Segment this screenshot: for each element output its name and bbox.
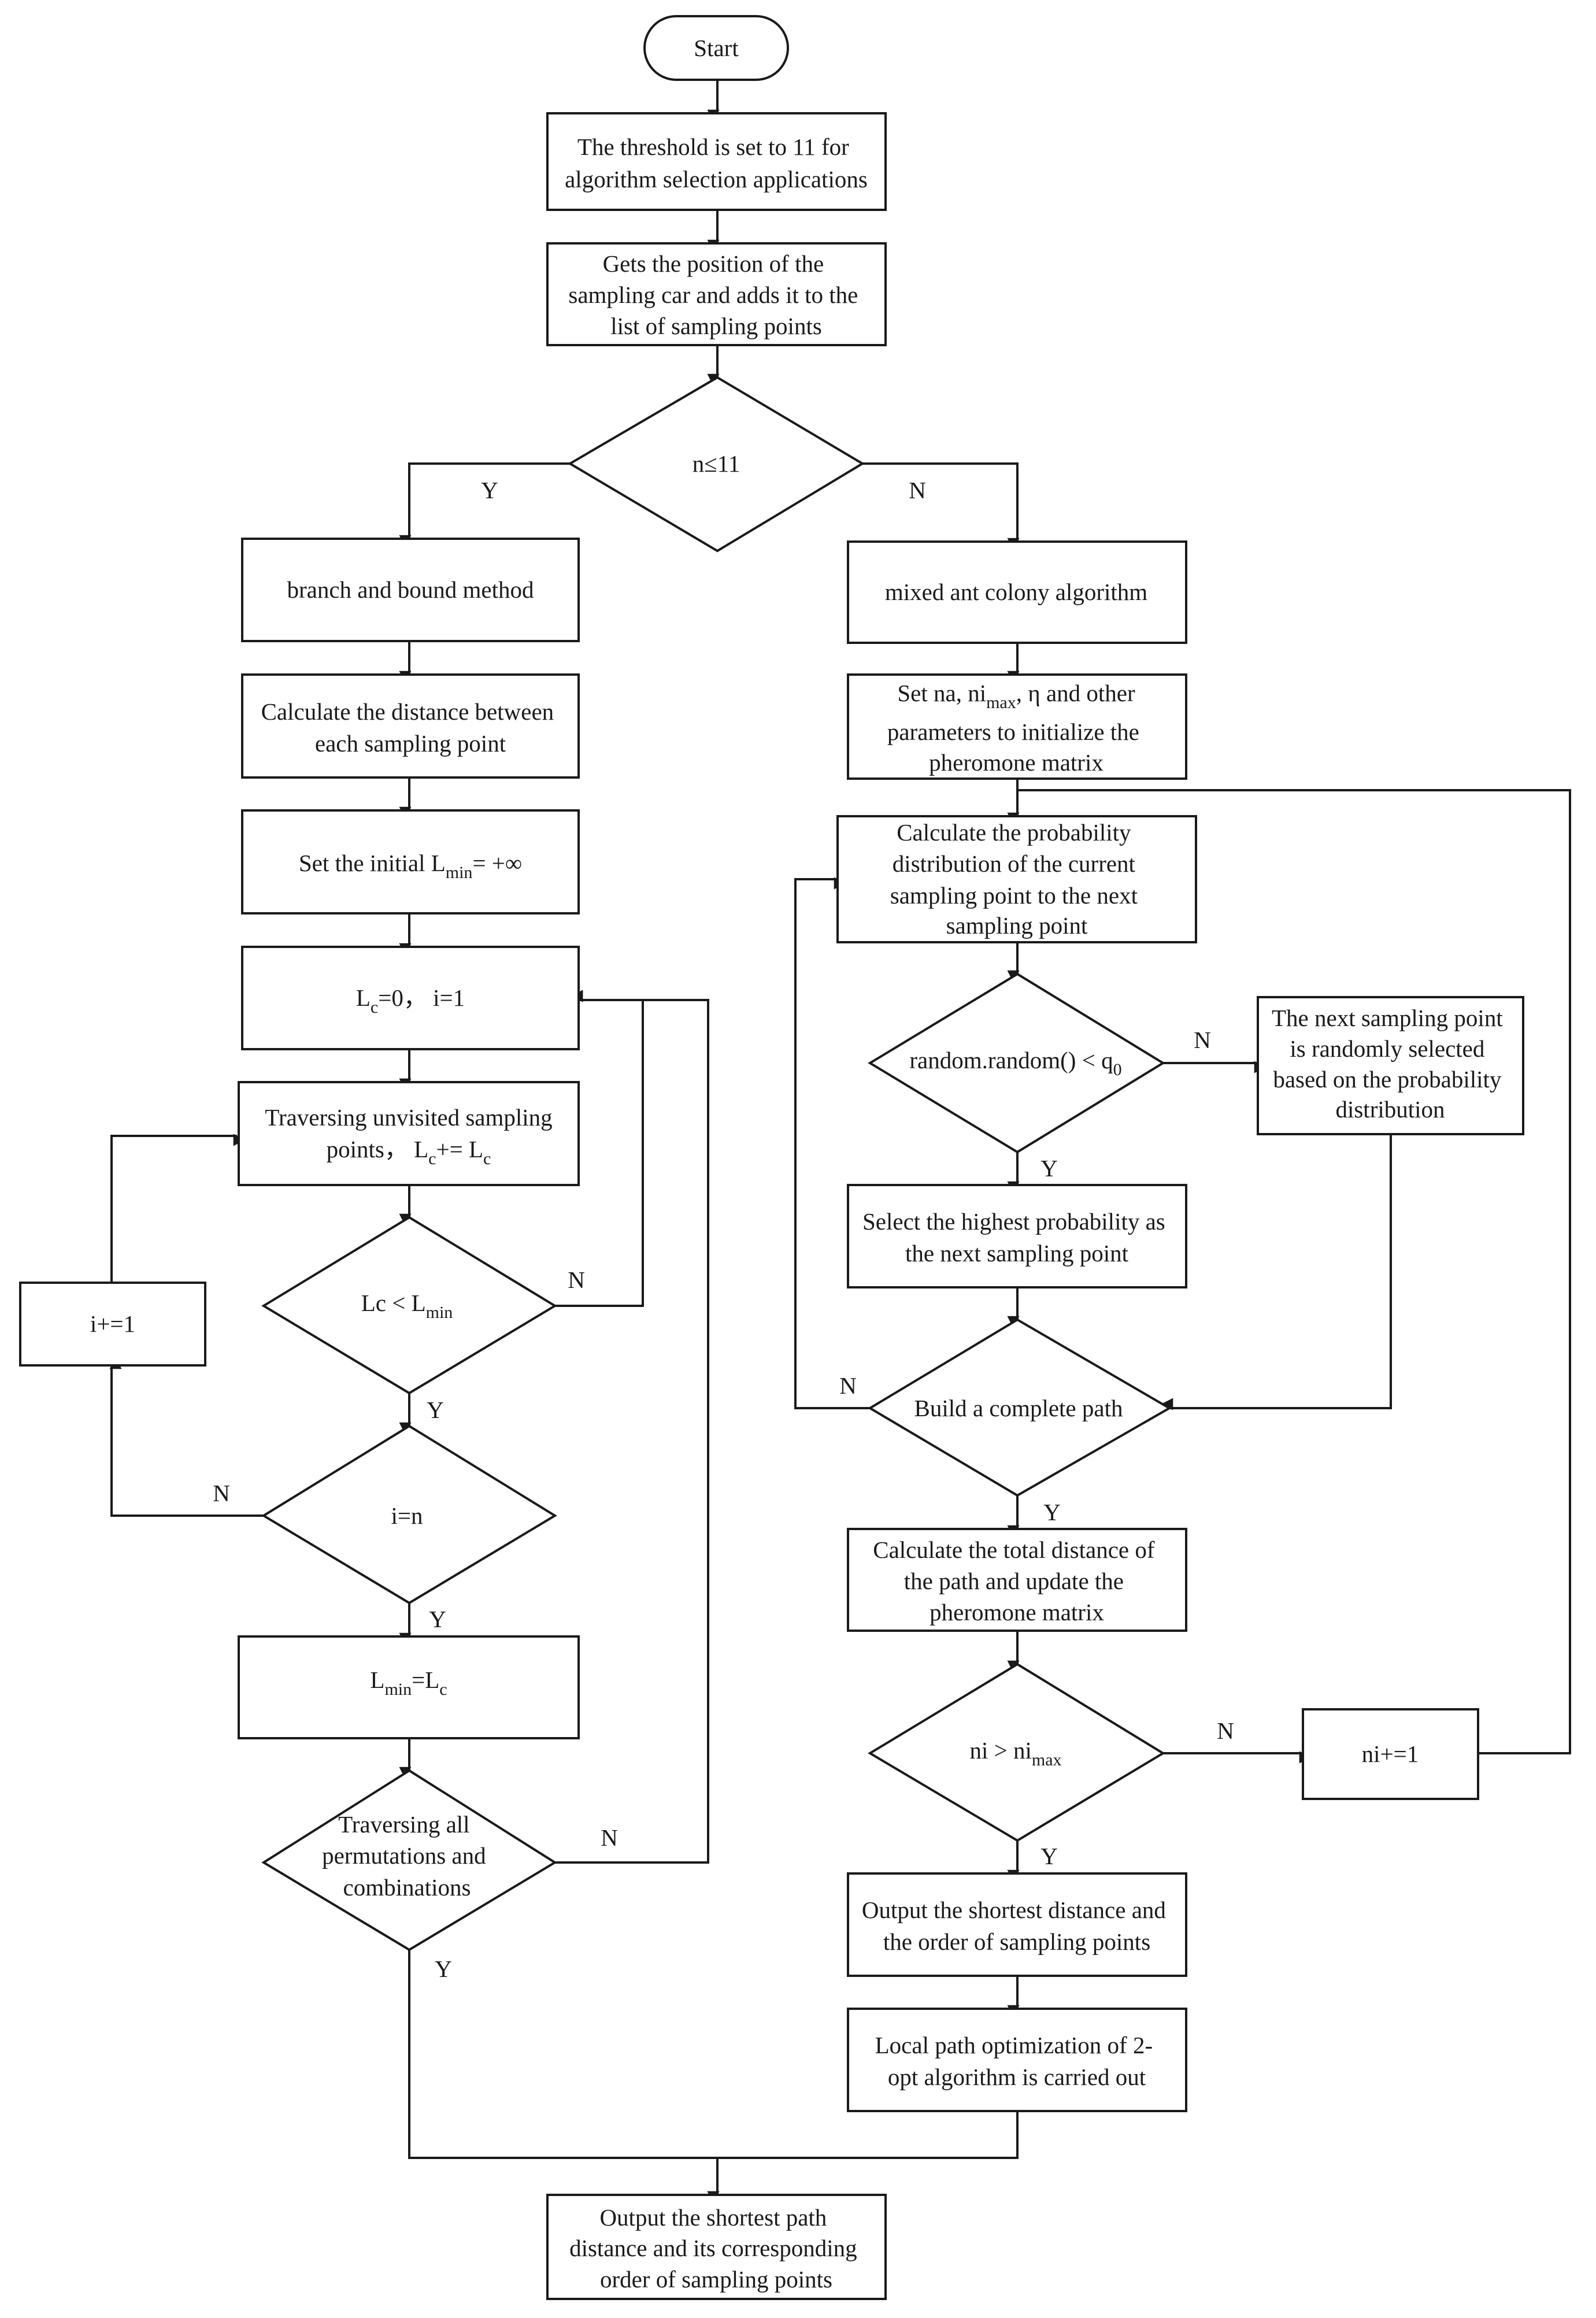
get-position-box: Gets the position of the sampling car an… — [546, 242, 887, 346]
calc-distance-label: Calculate the distance between each samp… — [261, 698, 560, 757]
edge-traverseall-yes — [408, 1950, 720, 2204]
branch-bound-label: branch and bound method — [287, 576, 534, 603]
decision-traverse-all-label: Traversing all permutations and combinat… — [322, 1811, 492, 1901]
decision-n-label: n≤11 — [693, 450, 740, 477]
traverse-unvisited-box: Traversing unvisited sampling points， Lc… — [238, 1081, 580, 1186]
get-position-label: Gets the position of the sampling car an… — [568, 250, 864, 339]
label-ni-no: N — [1217, 1717, 1234, 1744]
edge-traverseall-no — [555, 990, 709, 1864]
ant-colony-box: mixed ant colony algorithm — [847, 540, 1187, 644]
final-output-label: Output the shortest path distance and it… — [569, 2204, 863, 2293]
label-lc-no: N — [568, 1267, 585, 1293]
local-opt-label: Local path optimization of 2- opt algori… — [875, 2032, 1159, 2090]
local-opt-box: Local path optimization of 2- opt algori… — [847, 2008, 1187, 2112]
label-n-yes: Y — [481, 477, 498, 503]
ni-increment-label: ni+=1 — [1362, 1741, 1419, 1767]
lc-init-box: Lc=0， i=1 — [241, 946, 580, 1050]
edge-labels: Y N N Y N Y N Y N Y N Y N Y — [213, 477, 1234, 1982]
calc-probability-label: Calculate the probability distribution o… — [890, 819, 1143, 939]
set-params-label: parameters to initialize the pheromone m… — [887, 719, 1145, 776]
set-params-label-line1: Set na, nimax, η and other — [897, 680, 1135, 712]
edge-decision-yes — [399, 462, 570, 547]
decision-ni-label: ni > nimax — [969, 1737, 1061, 1769]
calc-total-box: Calculate the total distance of the path… — [847, 1528, 1187, 1632]
output-shortest-box: Output the shortest distance and the ord… — [847, 1872, 1187, 1977]
decision-ni: ni > nimax — [868, 1662, 1165, 1842]
decision-traverse-all: Traversing all permutations and combinat… — [261, 1769, 557, 1952]
ant-colony-label: mixed ant colony algorithm — [885, 579, 1147, 605]
label-i-yes: Y — [429, 1606, 446, 1632]
edge-complete-no — [794, 877, 870, 1409]
calc-distance-box: Calculate the distance between each samp… — [241, 673, 580, 779]
lmin-assign-label: Lmin=Lc — [370, 1667, 447, 1699]
output-shortest-label: Output the shortest distance and the ord… — [862, 1897, 1172, 1955]
decision-lc-label: Lc < Lmin — [361, 1290, 453, 1322]
edge-randomselect-complete — [1161, 1134, 1392, 1410]
decision-complete: Build a complete path — [868, 1318, 1172, 1497]
traverse-unvisited-label: Traversing unvisited sampling — [265, 1104, 552, 1131]
label-complete-no: N — [839, 1372, 857, 1399]
edges — [109, 80, 1571, 2204]
decision-lc: Lc < Lmin — [261, 1216, 557, 1395]
decision-i: i=n — [261, 1424, 557, 1605]
start-label: Start — [694, 35, 739, 61]
set-lmin-box: Set the initial Lmin= +∞ — [241, 809, 580, 914]
decision-i-label: i=n — [391, 1502, 423, 1529]
decision-complete-label: Build a complete path — [914, 1395, 1123, 1421]
edge-niincrement-calcprob — [1017, 789, 1571, 1754]
label-traverse-no: N — [601, 1824, 618, 1851]
edge-decision-no — [862, 462, 1020, 550]
set-params-box: Set na, nimax, η and other parameters to… — [847, 673, 1187, 780]
final-output-box: Output the shortest path distance and it… — [546, 2194, 887, 2300]
lmin-assign-box: Lmin=Lc — [238, 1635, 580, 1739]
random-select-label: The next sampling point is randomly sele… — [1272, 1005, 1509, 1123]
increment-i-label: i+=1 — [90, 1310, 135, 1337]
edge-decisioni-no — [109, 1357, 264, 1517]
lc-init-label: Lc=0， i=1 — [356, 984, 465, 1017]
label-complete-yes: Y — [1043, 1499, 1061, 1525]
branch-bound-box: branch and bound method — [241, 538, 580, 642]
select-highest-label: Select the highest probability as the ne… — [862, 1208, 1171, 1267]
edge-increment-traverse — [110, 1134, 246, 1283]
decision-random-label: random.random() < q0 — [909, 1047, 1121, 1079]
random-select-box: The next sampling point is randomly sele… — [1257, 996, 1524, 1135]
decision-random: random.random() < q0 — [868, 972, 1165, 1154]
edge-localopt-final — [707, 2111, 1019, 2204]
label-ni-yes: Y — [1040, 1843, 1058, 1869]
label-random-yes: Y — [1040, 1155, 1058, 1182]
set-lmin-label: Set the initial Lmin= +∞ — [299, 850, 522, 882]
select-highest-box: Select the highest probability as the ne… — [847, 1184, 1187, 1288]
calc-probability-box: Calculate the probability distribution o… — [836, 815, 1197, 943]
label-n-no: N — [909, 477, 926, 503]
decision-n: n≤11 — [568, 376, 865, 553]
label-random-no: N — [1194, 1027, 1211, 1053]
calc-total-label: Calculate the total distance of the path… — [873, 1536, 1161, 1625]
label-i-no: N — [213, 1480, 230, 1506]
label-lc-yes: Y — [427, 1397, 444, 1423]
threshold-box: The threshold is set to 11 for algorithm… — [546, 112, 887, 211]
ni-increment-box: ni+=1 — [1302, 1708, 1479, 1800]
threshold-label: The threshold is set to 11 for algorithm… — [565, 134, 868, 192]
start-node: Start — [643, 15, 789, 81]
label-traverse-yes: Y — [435, 1956, 452, 1982]
traverse-unvisited-label-line2: points， Lc+= Lc — [327, 1136, 491, 1168]
increment-i-box: i+=1 — [19, 1282, 206, 1367]
